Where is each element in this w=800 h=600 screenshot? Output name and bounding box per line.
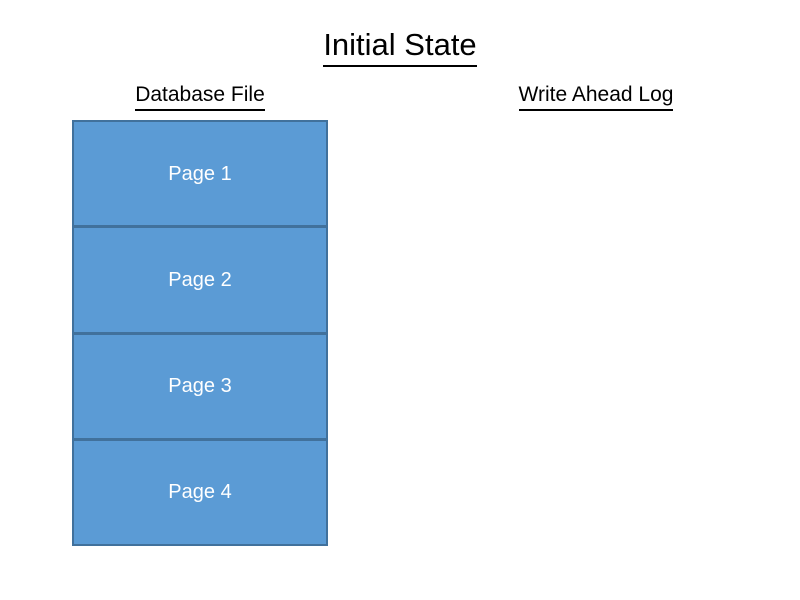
write-ahead-log-area: [468, 120, 724, 546]
database-file-header: Database File: [40, 82, 360, 111]
page-block-label: Page 2: [168, 268, 232, 291]
database-file-page-stack: Page 1 Page 2 Page 3 Page 4: [72, 120, 328, 546]
page-block: Page 1: [72, 120, 328, 228]
page-block-label: Page 3: [168, 375, 232, 398]
write-ahead-log-header: Write Ahead Log: [436, 82, 756, 111]
page-block: Page 3: [72, 332, 328, 440]
page-title: Initial State: [0, 26, 800, 67]
page-block-label: Page 1: [168, 162, 232, 185]
page-title-text: Initial State: [323, 26, 477, 67]
page-block: Page 4: [72, 438, 328, 546]
write-ahead-log-header-text: Write Ahead Log: [518, 82, 674, 111]
page-block-label: Page 4: [168, 481, 232, 504]
page-block: Page 2: [72, 226, 328, 334]
database-file-header-text: Database File: [135, 82, 265, 111]
